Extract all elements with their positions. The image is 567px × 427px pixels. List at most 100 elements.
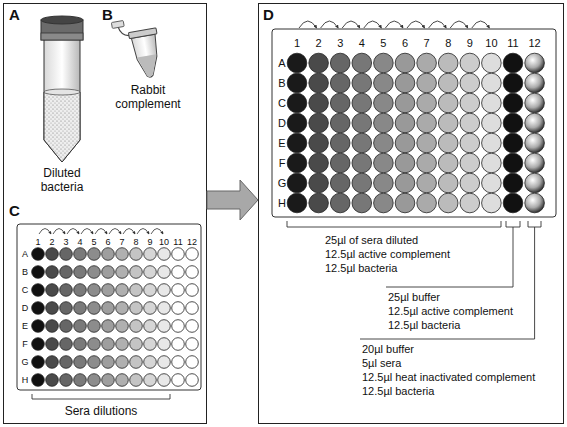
well-column <box>74 248 87 387</box>
well-content: 12.5µl bacteria <box>388 319 460 332</box>
row-letter: E <box>22 322 28 331</box>
transfer-arc <box>385 21 403 28</box>
transfer-arc <box>39 229 51 235</box>
column-number: 2 <box>316 38 322 49</box>
transfer-arc <box>472 21 490 28</box>
eppendorf-rim <box>128 28 157 39</box>
column-number: 3 <box>63 238 68 247</box>
well-column <box>352 53 372 213</box>
row-letter: D <box>278 118 286 129</box>
row-letter: G <box>21 358 28 367</box>
eppendorf-hinge <box>118 26 129 37</box>
bracket <box>287 221 501 227</box>
well-column <box>158 248 171 387</box>
column-number: 9 <box>147 238 152 247</box>
well-content: 12.5µl active complement <box>325 248 450 261</box>
transfer-arc <box>321 21 339 28</box>
transfer-arc <box>95 229 107 235</box>
column-number: 5 <box>380 38 386 49</box>
column-number: 7 <box>119 238 124 247</box>
column-number: 6 <box>402 38 408 49</box>
row-letter: C <box>278 98 286 109</box>
eppendorf-lid <box>111 20 124 28</box>
row-letter: B <box>278 78 285 89</box>
well-content: 12.5µl bacteria <box>325 262 397 275</box>
liquid-surface <box>44 89 80 95</box>
transfer-arc <box>137 229 149 235</box>
column-number: 8 <box>133 238 138 247</box>
transfer-arc <box>299 21 317 28</box>
bacteria-suspension <box>44 92 80 162</box>
column-number: 6 <box>105 238 110 247</box>
well-column <box>417 53 437 213</box>
row-letter: C <box>22 286 29 295</box>
panel: D25µl of sera diluted12.5µl active compl… <box>258 3 564 424</box>
row-letter: H <box>22 376 29 385</box>
well-column <box>88 248 101 387</box>
well-content: 5µl sera <box>362 357 401 370</box>
well-column <box>287 53 307 213</box>
transfer-arc <box>109 229 121 235</box>
column-number: 4 <box>359 38 365 49</box>
column-number: 12 <box>187 238 197 247</box>
plate-outline <box>17 224 201 390</box>
column-number: 4 <box>77 238 82 247</box>
row-letter: B <box>22 268 28 277</box>
panel-letter: A <box>9 6 20 24</box>
well-content: 25µl buffer <box>388 291 440 304</box>
column-number: 11 <box>507 38 518 49</box>
row-letter: A <box>22 250 28 259</box>
well-column <box>503 53 523 213</box>
well-column <box>144 248 157 387</box>
well-column <box>460 53 480 213</box>
column-number: 11 <box>173 238 182 247</box>
well-column <box>60 248 73 387</box>
column-number: 10 <box>159 238 169 247</box>
row-letter: A <box>278 58 285 69</box>
column-number: 7 <box>424 38 430 49</box>
column-number: 1 <box>35 238 40 247</box>
well-column <box>438 53 458 213</box>
well-column <box>186 248 199 387</box>
well-column <box>395 53 415 213</box>
column-number: 3 <box>337 38 343 49</box>
bracket <box>32 394 170 399</box>
transfer-arc <box>450 21 468 28</box>
column-number: 10 <box>485 38 497 49</box>
transfer-arc <box>53 229 65 235</box>
eppendorf-body <box>131 34 162 79</box>
well-column <box>330 53 350 213</box>
well-column <box>116 248 129 387</box>
row-letter: E <box>278 138 285 149</box>
row-letter: H <box>278 198 286 209</box>
tube-body <box>44 38 80 162</box>
plate-outline <box>272 29 556 217</box>
column-number: 5 <box>91 238 96 247</box>
well-column <box>130 248 143 387</box>
column-number: 8 <box>445 38 451 49</box>
row-letter: F <box>279 158 286 169</box>
block-arrow <box>207 180 258 220</box>
transfer-arc <box>342 21 360 28</box>
well-column <box>374 53 394 213</box>
transfer-arc <box>81 229 93 235</box>
caption: Sera dilutions <box>65 404 138 418</box>
tube-cap-top <box>41 16 83 24</box>
well-column <box>102 248 115 387</box>
row-letter: F <box>22 340 28 349</box>
panel-letter: C <box>9 202 20 220</box>
well-column <box>172 248 185 387</box>
panel: ADiluted bacteriaBRabbit complementCSera… <box>3 3 207 424</box>
transfer-arc <box>364 21 382 28</box>
complement-liquid <box>137 54 160 78</box>
row-letter: G <box>278 178 287 189</box>
column-number: 1 <box>294 38 300 49</box>
row-letter: D <box>22 304 29 313</box>
well-column <box>46 248 59 387</box>
well-column <box>309 53 329 213</box>
transfer-arc <box>429 21 447 28</box>
panel-letter: B <box>102 6 113 24</box>
caption: Rabbit complement <box>109 83 187 111</box>
caption: Diluted bacteria <box>31 166 93 194</box>
